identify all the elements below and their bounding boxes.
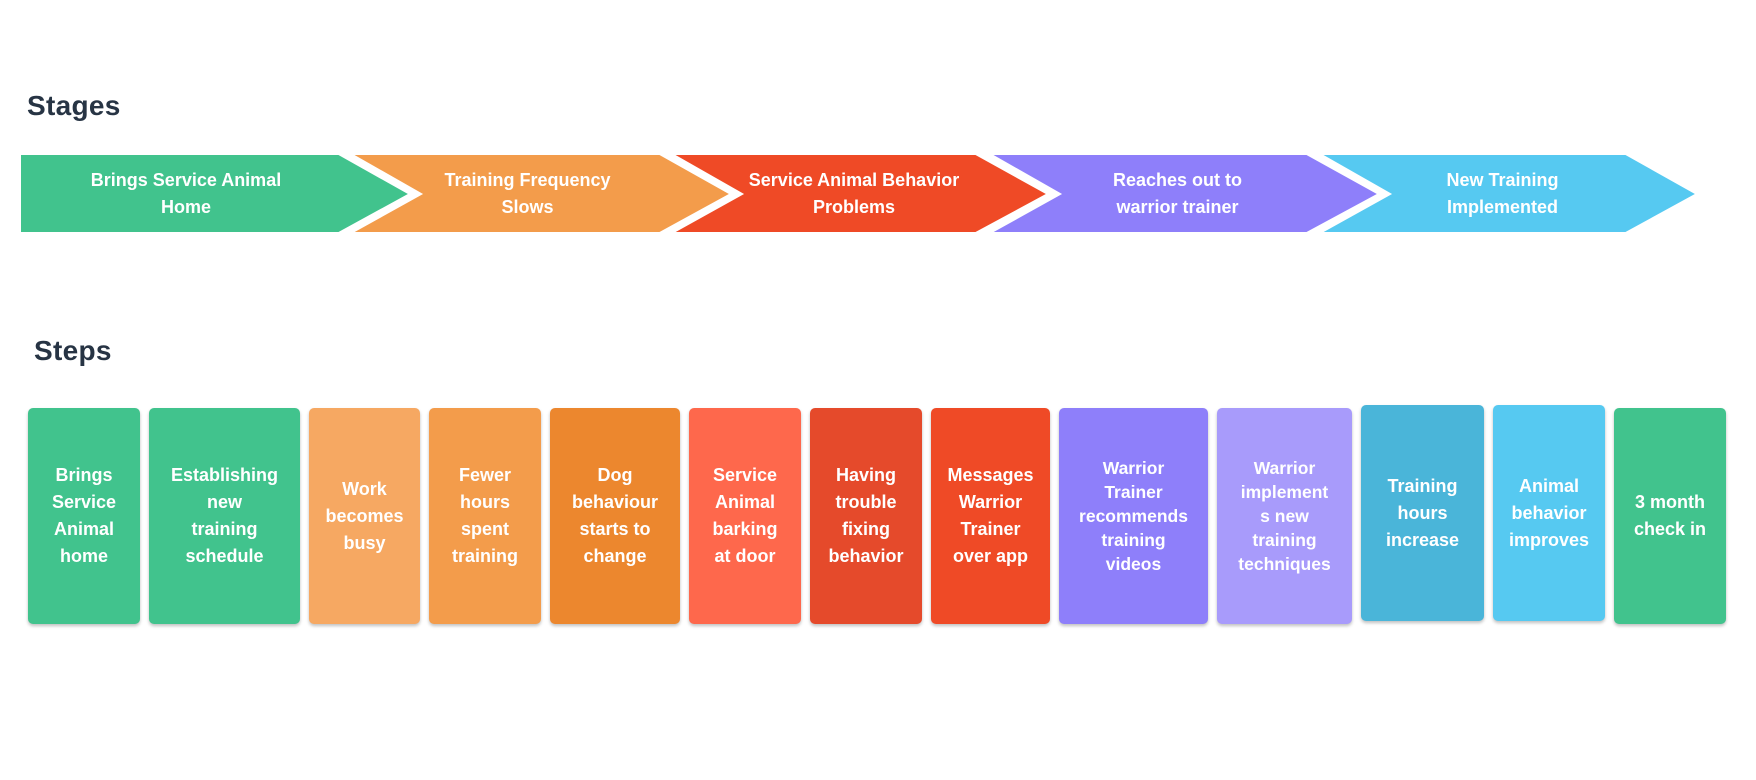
- stages-title: Stages: [27, 90, 121, 121]
- steps-title: Steps: [34, 335, 112, 366]
- step-card-2: Establishing new training schedule: [149, 408, 300, 624]
- step-card-1: Brings Service Animal home: [28, 408, 140, 624]
- stage-label-2: Training Frequency Slows: [444, 169, 611, 217]
- step-card-10: Warrior implement s new training techniq…: [1217, 408, 1352, 624]
- step-label-3: Work becomes busy: [325, 478, 404, 553]
- stage-label-5: New Training Implemented: [1446, 169, 1559, 217]
- stage-chevron-5: [1308, 151, 1704, 236]
- stages-arrow-bar: [17, 151, 1704, 236]
- step-label-11: Training hours increase: [1385, 475, 1460, 550]
- step-label-10: Warrior implement s new training techniq…: [1238, 458, 1331, 574]
- step-label-1: Brings Service Animal home: [51, 465, 117, 566]
- stage-chevron-3: [660, 151, 1055, 236]
- step-card-13: 3 month check in: [1614, 408, 1726, 624]
- step-card-5: Dog behaviour starts to change: [550, 408, 680, 624]
- step-card-9: Warrior Trainer recommends training vide…: [1059, 408, 1208, 624]
- stage-chevron-4: [978, 151, 1386, 236]
- stage-label-1: Brings Service Animal Home: [90, 169, 282, 217]
- stage-chevron-1: [17, 151, 417, 236]
- step-label-13: 3 month check in: [1633, 492, 1707, 539]
- step-card-12: Animal behavior improves: [1493, 405, 1605, 621]
- step-card-11: Training hours increase: [1361, 405, 1484, 621]
- step-label-2: Establishing new training schedule: [170, 465, 278, 566]
- step-label-4: Fewer hours spent training: [452, 465, 518, 566]
- stage-label-4: Reaches out to warrior trainer: [1112, 169, 1243, 217]
- stage-chevron-2: [339, 151, 738, 236]
- step-label-7: Having trouble fixing behavior: [828, 465, 904, 566]
- step-label-6: Service Animal barking at door: [712, 465, 778, 566]
- stage-label-3: Service Animal Behavior Problems: [748, 169, 960, 217]
- step-card-7: Having trouble fixing behavior: [810, 408, 922, 624]
- step-card-8: Messages Warrior Trainer over app: [931, 408, 1050, 624]
- step-label-8: Messages Warrior Trainer over app: [947, 465, 1034, 566]
- step-card-4: Fewer hours spent training: [429, 408, 541, 624]
- step-card-3: Work becomes busy: [309, 408, 420, 624]
- step-label-12: Animal behavior improves: [1508, 475, 1590, 550]
- step-label-5: Dog behaviour starts to change: [571, 465, 659, 566]
- step-label-9: Warrior Trainer recommends training vide…: [1079, 458, 1188, 574]
- step-card-6: Service Animal barking at door: [689, 408, 801, 624]
